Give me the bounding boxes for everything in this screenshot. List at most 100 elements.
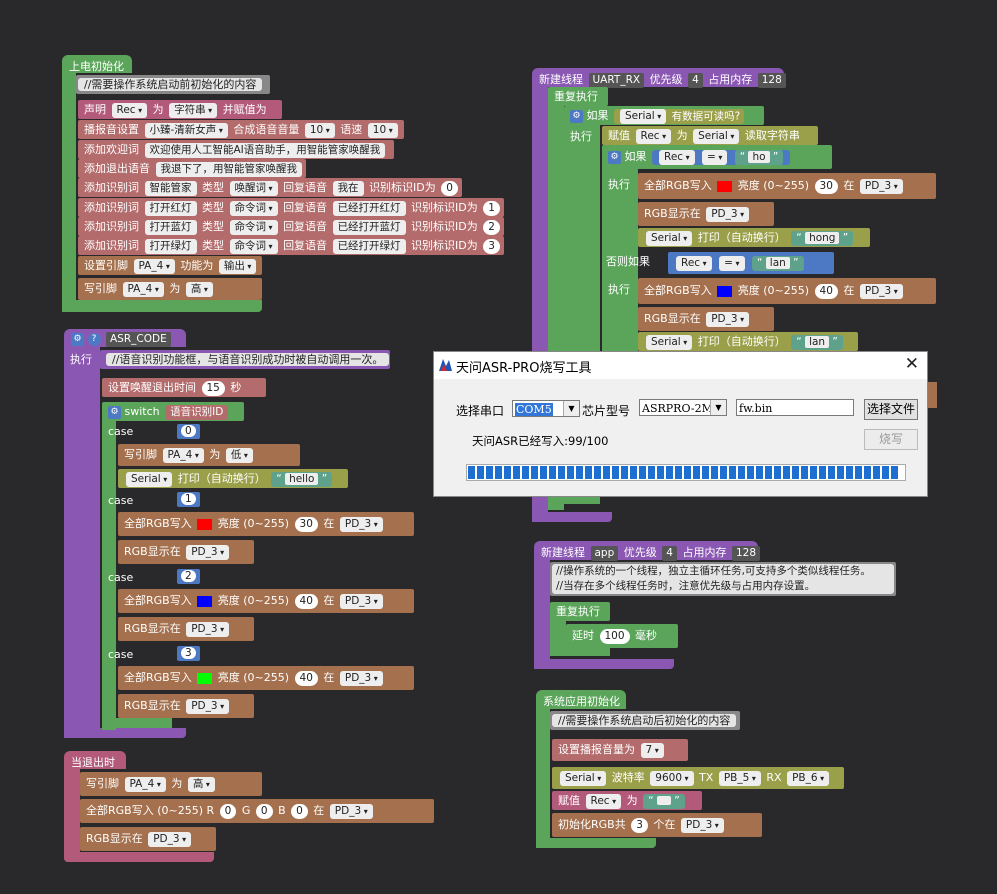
timeout-field[interactable]: 15 [201, 380, 225, 396]
if2-block[interactable]: ⚙ 如果 Rec = “ ho ” [602, 145, 832, 169]
voice-dropdown[interactable]: 小臻-清新女声 [144, 122, 228, 138]
id-field[interactable]: 3 [483, 238, 500, 254]
delay-field[interactable]: 100 [599, 628, 630, 644]
case-id-2[interactable]: 2 [177, 569, 200, 584]
word-field[interactable]: 打开蓝灯 [144, 219, 197, 235]
word-type-dropdown[interactable]: 命令词 [229, 219, 278, 235]
case2-rgb-show[interactable]: RGB显示在 PD_3 [118, 617, 254, 641]
type-dropdown[interactable]: 字符串 [169, 102, 218, 118]
blue-color-swatch[interactable] [197, 595, 213, 607]
welcome-text-field[interactable]: 欢迎使用人工智能AI语音助手，用智能管家唤醒我 [144, 142, 386, 158]
reply-field[interactable]: 我在 [332, 180, 364, 196]
block1-comment[interactable]: //需要操作系统启动前初始化的内容 [76, 75, 270, 94]
serial-available-block[interactable]: Serial 有数据可读吗? [614, 108, 745, 124]
app-loop-block[interactable]: 重复执行 [550, 602, 610, 621]
assign-block[interactable]: 赋值 Rec 为 Serial 读取字符串 [602, 126, 818, 145]
case2-rgb-write[interactable]: 全部RGB写入 亮度 (0~255) 40 在 PD_3 [118, 589, 414, 613]
serial-dropdown[interactable]: Serial [646, 230, 693, 246]
asr-comment[interactable]: //语音识别功能框，与语音识别成功时被自动调用一次。 [100, 350, 390, 369]
serial-baud-block[interactable]: Serial 波特率 9600 TX PB_5 RX PB_6 [552, 767, 844, 789]
string-block[interactable]: “ hong ” [791, 230, 854, 246]
pin-dropdown[interactable]: PD_3 [339, 516, 383, 532]
speed-dropdown[interactable]: 10 [367, 122, 398, 138]
exit-write-pin[interactable]: 写引脚 PA_4 为 高 [80, 772, 262, 796]
file-path-input[interactable]: fw.bin [736, 399, 854, 416]
brightness-field[interactable]: 30 [294, 516, 318, 532]
volume-dropdown[interactable]: 10 [304, 122, 335, 138]
pin-dropdown[interactable]: PD_3 [706, 311, 750, 327]
hat-app-init[interactable]: 系统应用初始化 [536, 690, 626, 709]
id-field[interactable]: 0 [441, 180, 458, 196]
uart-rgb-write-1[interactable]: 全部RGB写入 亮度 (0~255) 30 在 PD_3 [638, 173, 936, 199]
volume-dropdown[interactable]: 7 [640, 742, 664, 758]
pin-dropdown[interactable]: PA_4 [133, 258, 175, 274]
case1-rgb-show[interactable]: RGB显示在 PD_3 [118, 540, 254, 564]
blue-color-swatch[interactable] [717, 285, 733, 297]
set-volume-block[interactable]: 设置播报音量为 7 [552, 739, 688, 761]
loop-block[interactable]: 重复执行 [548, 87, 608, 106]
red-color-swatch[interactable] [197, 518, 213, 530]
green-color-swatch[interactable] [197, 672, 213, 684]
baud-dropdown[interactable]: 9600 [650, 770, 694, 786]
write-pin-block[interactable]: 写引脚 PA_4 为 高 [78, 278, 262, 300]
dialog-titlebar[interactable]: 天问ASR-PRO烧写工具 ✕ [434, 352, 927, 379]
uart-rgb-write-2[interactable]: 全部RGB写入 亮度 (0~255) 40 在 PD_3 [638, 278, 936, 304]
pin-dropdown[interactable]: PD_3 [859, 283, 903, 299]
string-block[interactable]: “ ho ” [734, 149, 784, 165]
serial-dropdown[interactable]: Serial [620, 108, 667, 124]
burn-button[interactable]: 烧写 [864, 429, 918, 450]
word-block-1[interactable]: 添加识别词 打开红灯 类型 命令词 回复语音 已经打开红灯 识别标识ID为 1 [78, 198, 504, 217]
serial-dropdown[interactable]: Serial [560, 770, 607, 786]
app-comment[interactable]: //操作系统的一个线程，独立主循环任务,可支持多个类似线程任务。 //当存在多个… [550, 562, 896, 596]
reply-field[interactable]: 已经打开蓝灯 [332, 219, 406, 235]
delay-block[interactable]: 延时 100 毫秒 [566, 624, 678, 648]
word-block-3[interactable]: 添加识别词 打开绿灯 类型 命令词 回复语音 已经打开绿灯 识别标识ID为 3 [78, 236, 504, 255]
gear-icon[interactable]: ⚙ [570, 109, 583, 123]
level-dropdown[interactable]: 高 [187, 776, 215, 792]
reply-field[interactable]: 已经打开绿灯 [332, 238, 406, 254]
case-id-0[interactable]: 0 [177, 424, 200, 439]
pin-dropdown[interactable]: PA_4 [122, 281, 164, 297]
case0-write-pin[interactable]: 写引脚 PA_4 为 低 [118, 444, 300, 466]
string-block[interactable]: “ lan ” [791, 334, 843, 350]
pin-dropdown[interactable]: PD_3 [859, 178, 903, 194]
level-dropdown[interactable]: 低 [225, 447, 253, 463]
word-field[interactable]: 打开绿灯 [144, 238, 197, 254]
pin-dropdown[interactable]: PD_3 [329, 803, 373, 819]
uart-rgb-show-2[interactable]: RGB显示在 PD_3 [638, 307, 774, 331]
exit-rgb-write[interactable]: 全部RGB写入 (0~255) R 0 G 0 B 0 在 PD_3 [80, 799, 434, 823]
id-field[interactable]: 2 [483, 219, 500, 235]
gear-icon[interactable]: ⚙ [608, 150, 621, 164]
brightness-field[interactable]: 40 [294, 670, 318, 686]
uart-print-2[interactable]: Serial 打印（自动换行） “ lan ” [638, 332, 858, 351]
var-dropdown[interactable]: Rec [659, 149, 695, 165]
pin-dropdown[interactable]: PD_3 [339, 670, 383, 686]
operator-dropdown[interactable]: = [719, 255, 745, 271]
var-dropdown[interactable]: Rec [585, 793, 622, 809]
uart-print-1[interactable]: Serial 打印（自动换行） “ hong ” [638, 228, 870, 247]
pin-dropdown[interactable]: PA_4 [162, 447, 204, 463]
thread-name-field[interactable]: app [590, 545, 619, 561]
function-dropdown[interactable]: 输出 [218, 258, 257, 274]
brightness-field[interactable]: 40 [814, 283, 838, 299]
level-dropdown[interactable]: 高 [185, 281, 213, 297]
exit-rgb-show[interactable]: RGB显示在 PD_3 [80, 827, 216, 851]
case0-serial-print[interactable]: Serial 打印（自动换行） “ hello ” [118, 469, 348, 488]
hat-asr-code[interactable]: ⚙ ? ASR_CODE [64, 329, 186, 347]
rx-pin-dropdown[interactable]: PB_6 [787, 770, 830, 786]
serial-dropdown[interactable]: Serial [646, 334, 693, 350]
pin-dropdown[interactable]: PD_3 [148, 831, 192, 847]
priority-field[interactable]: 4 [688, 72, 703, 88]
string-block[interactable]: “ hello ” [271, 471, 333, 487]
word-type-dropdown[interactable]: 命令词 [229, 200, 278, 216]
pin-dropdown[interactable]: PD_3 [186, 621, 230, 637]
word-field[interactable]: 智能管家 [144, 180, 197, 196]
chip-select[interactable]: ASRPRO-2M ▼ [639, 399, 727, 416]
switch-block[interactable]: ⚙ switch 语音识别ID [102, 402, 244, 421]
case-id-1[interactable]: 1 [177, 492, 200, 507]
id-field[interactable]: 1 [483, 200, 500, 216]
gear-icon[interactable]: ⚙ [108, 405, 121, 419]
wake-timeout-block[interactable]: 设置唤醒退出时间 15 秒 [102, 378, 266, 397]
memory-field[interactable]: 128 [731, 545, 760, 561]
choose-file-button[interactable]: 选择文件 [864, 399, 918, 420]
